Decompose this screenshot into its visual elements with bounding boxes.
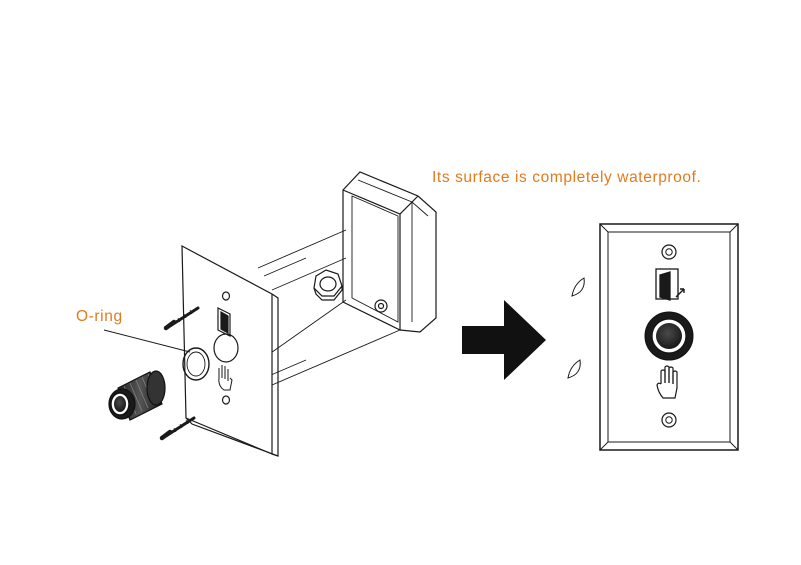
faceplate-exploded <box>181 244 279 457</box>
plate-exit-door-icon <box>217 307 231 337</box>
screw-top-front <box>661 244 677 260</box>
exploded-assembly <box>103 171 437 457</box>
right-arrow-icon <box>462 300 546 380</box>
push-button-front <box>644 311 694 361</box>
screw-bottom <box>159 416 196 441</box>
push-button-exploded <box>108 370 166 421</box>
faceplate-assembled <box>599 223 739 451</box>
hex-nut <box>313 269 343 301</box>
water-drop-icon <box>571 277 585 297</box>
waterproof-caption: Its surface is completely waterproof. <box>432 169 701 186</box>
electrical-box <box>342 171 437 333</box>
water-drop-icon <box>567 359 581 379</box>
screw-bottom-front <box>661 412 677 428</box>
projection-lines <box>257 229 401 386</box>
o-ring <box>182 347 210 381</box>
hand-icon <box>656 365 678 399</box>
screw-top <box>163 306 200 331</box>
plate-hand-icon <box>218 365 233 391</box>
exit-door-icon <box>655 268 685 301</box>
oring-label: O-ring <box>76 308 123 325</box>
oring-leader-line <box>103 329 191 353</box>
